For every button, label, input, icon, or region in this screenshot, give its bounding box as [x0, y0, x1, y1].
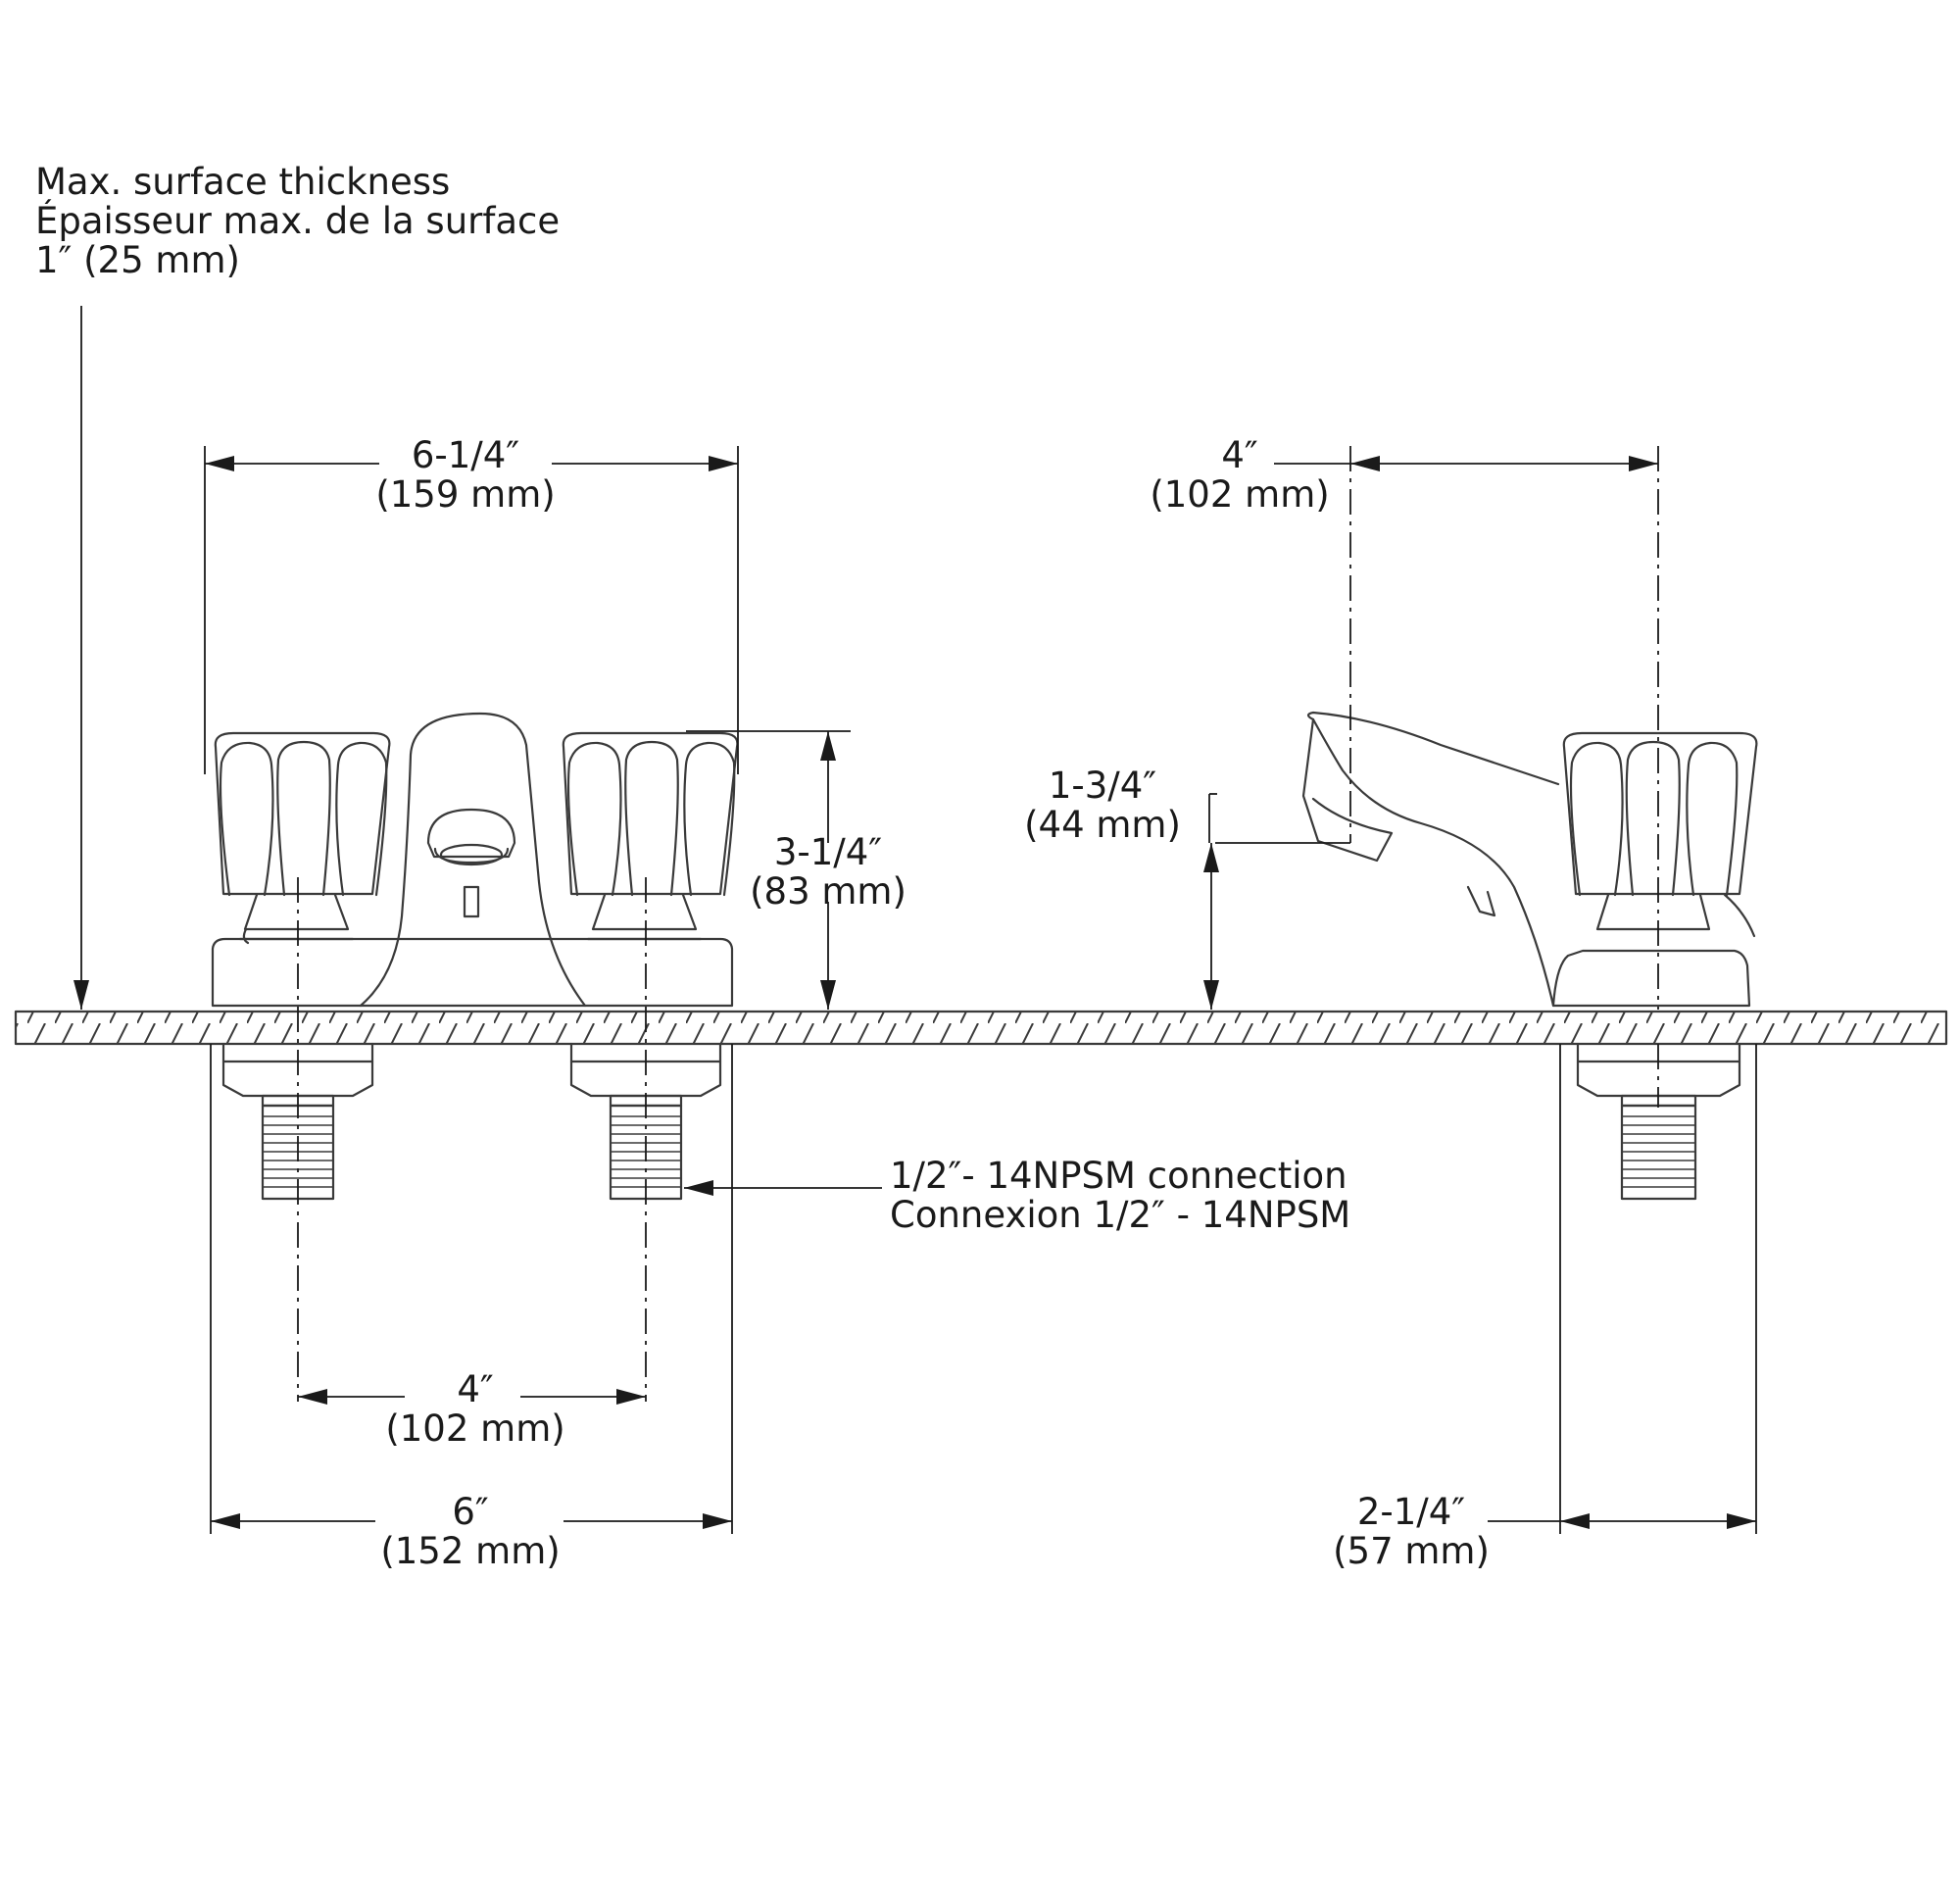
dim-metric: (102 mm) [1150, 473, 1330, 516]
dim-base-width: 6″ (152 mm) [377, 1493, 564, 1571]
front-right-handle [562, 731, 739, 941]
front-base [211, 937, 734, 1008]
dim-metric: (152 mm) [380, 1530, 561, 1572]
side-spout [1306, 711, 1560, 1008]
dimension-lines [74, 306, 1756, 1529]
dim-spout-height: 1-3/4″ (44 mm) [1009, 766, 1196, 845]
dim-metric: (57 mm) [1333, 1530, 1490, 1572]
dim-imperial: 6-1/4″ [411, 434, 520, 476]
dim-spout-reach: 4″ (102 mm) [1147, 436, 1333, 515]
side-handle [1562, 731, 1758, 938]
front-center-slot [463, 885, 480, 918]
dim-metric: (159 mm) [375, 473, 556, 516]
side-base [1551, 949, 1751, 1008]
surface-thickness-fr: Épaisseur max. de la surface [35, 200, 561, 242]
dim-imperial: 4″ [457, 1368, 494, 1410]
surface-thickness-note: Max. surface thickness Épaisseur max. de… [35, 163, 560, 280]
surface-thickness-value: 1″ (25 mm) [35, 239, 240, 281]
dim-metric: (83 mm) [750, 870, 906, 913]
front-aerator [426, 808, 516, 859]
side-view-faucet [1301, 711, 1758, 1201]
countertop-section [14, 1010, 1948, 1046]
connection-fr: Connexion 1/2″ - 14NPSM [890, 1194, 1351, 1236]
extension-lines [204, 446, 1757, 1534]
front-spout-body [359, 712, 587, 1008]
dim-base-depth: 2-1/4″ (57 mm) [1318, 1493, 1504, 1571]
dim-imperial: 4″ [1221, 434, 1258, 476]
dim-imperial: 2-1/4″ [1356, 1491, 1466, 1533]
connection-note: 1/2″- 14NPSM connection Connexion 1/2″ -… [890, 1157, 1350, 1235]
centerlines [297, 446, 1659, 1402]
connection-en: 1/2″- 14NPSM connection [890, 1155, 1348, 1197]
dim-metric: (44 mm) [1024, 804, 1181, 846]
front-left-handle [214, 731, 391, 945]
dim-centers-bottom: 4″ (102 mm) [382, 1370, 568, 1449]
front-view-faucet [211, 712, 739, 1201]
side-spout-tip [1301, 717, 1394, 863]
dim-overall-handle-width: 6-1/4″ (159 mm) [372, 436, 559, 515]
dim-imperial: 3-1/4″ [773, 831, 883, 873]
dim-imperial: 6″ [452, 1491, 489, 1533]
dim-overall-height: 3-1/4″ (83 mm) [745, 833, 911, 912]
dim-imperial: 1-3/4″ [1048, 765, 1157, 807]
surface-thickness-en: Max. surface thickness [35, 161, 451, 203]
dim-metric: (102 mm) [385, 1408, 565, 1450]
